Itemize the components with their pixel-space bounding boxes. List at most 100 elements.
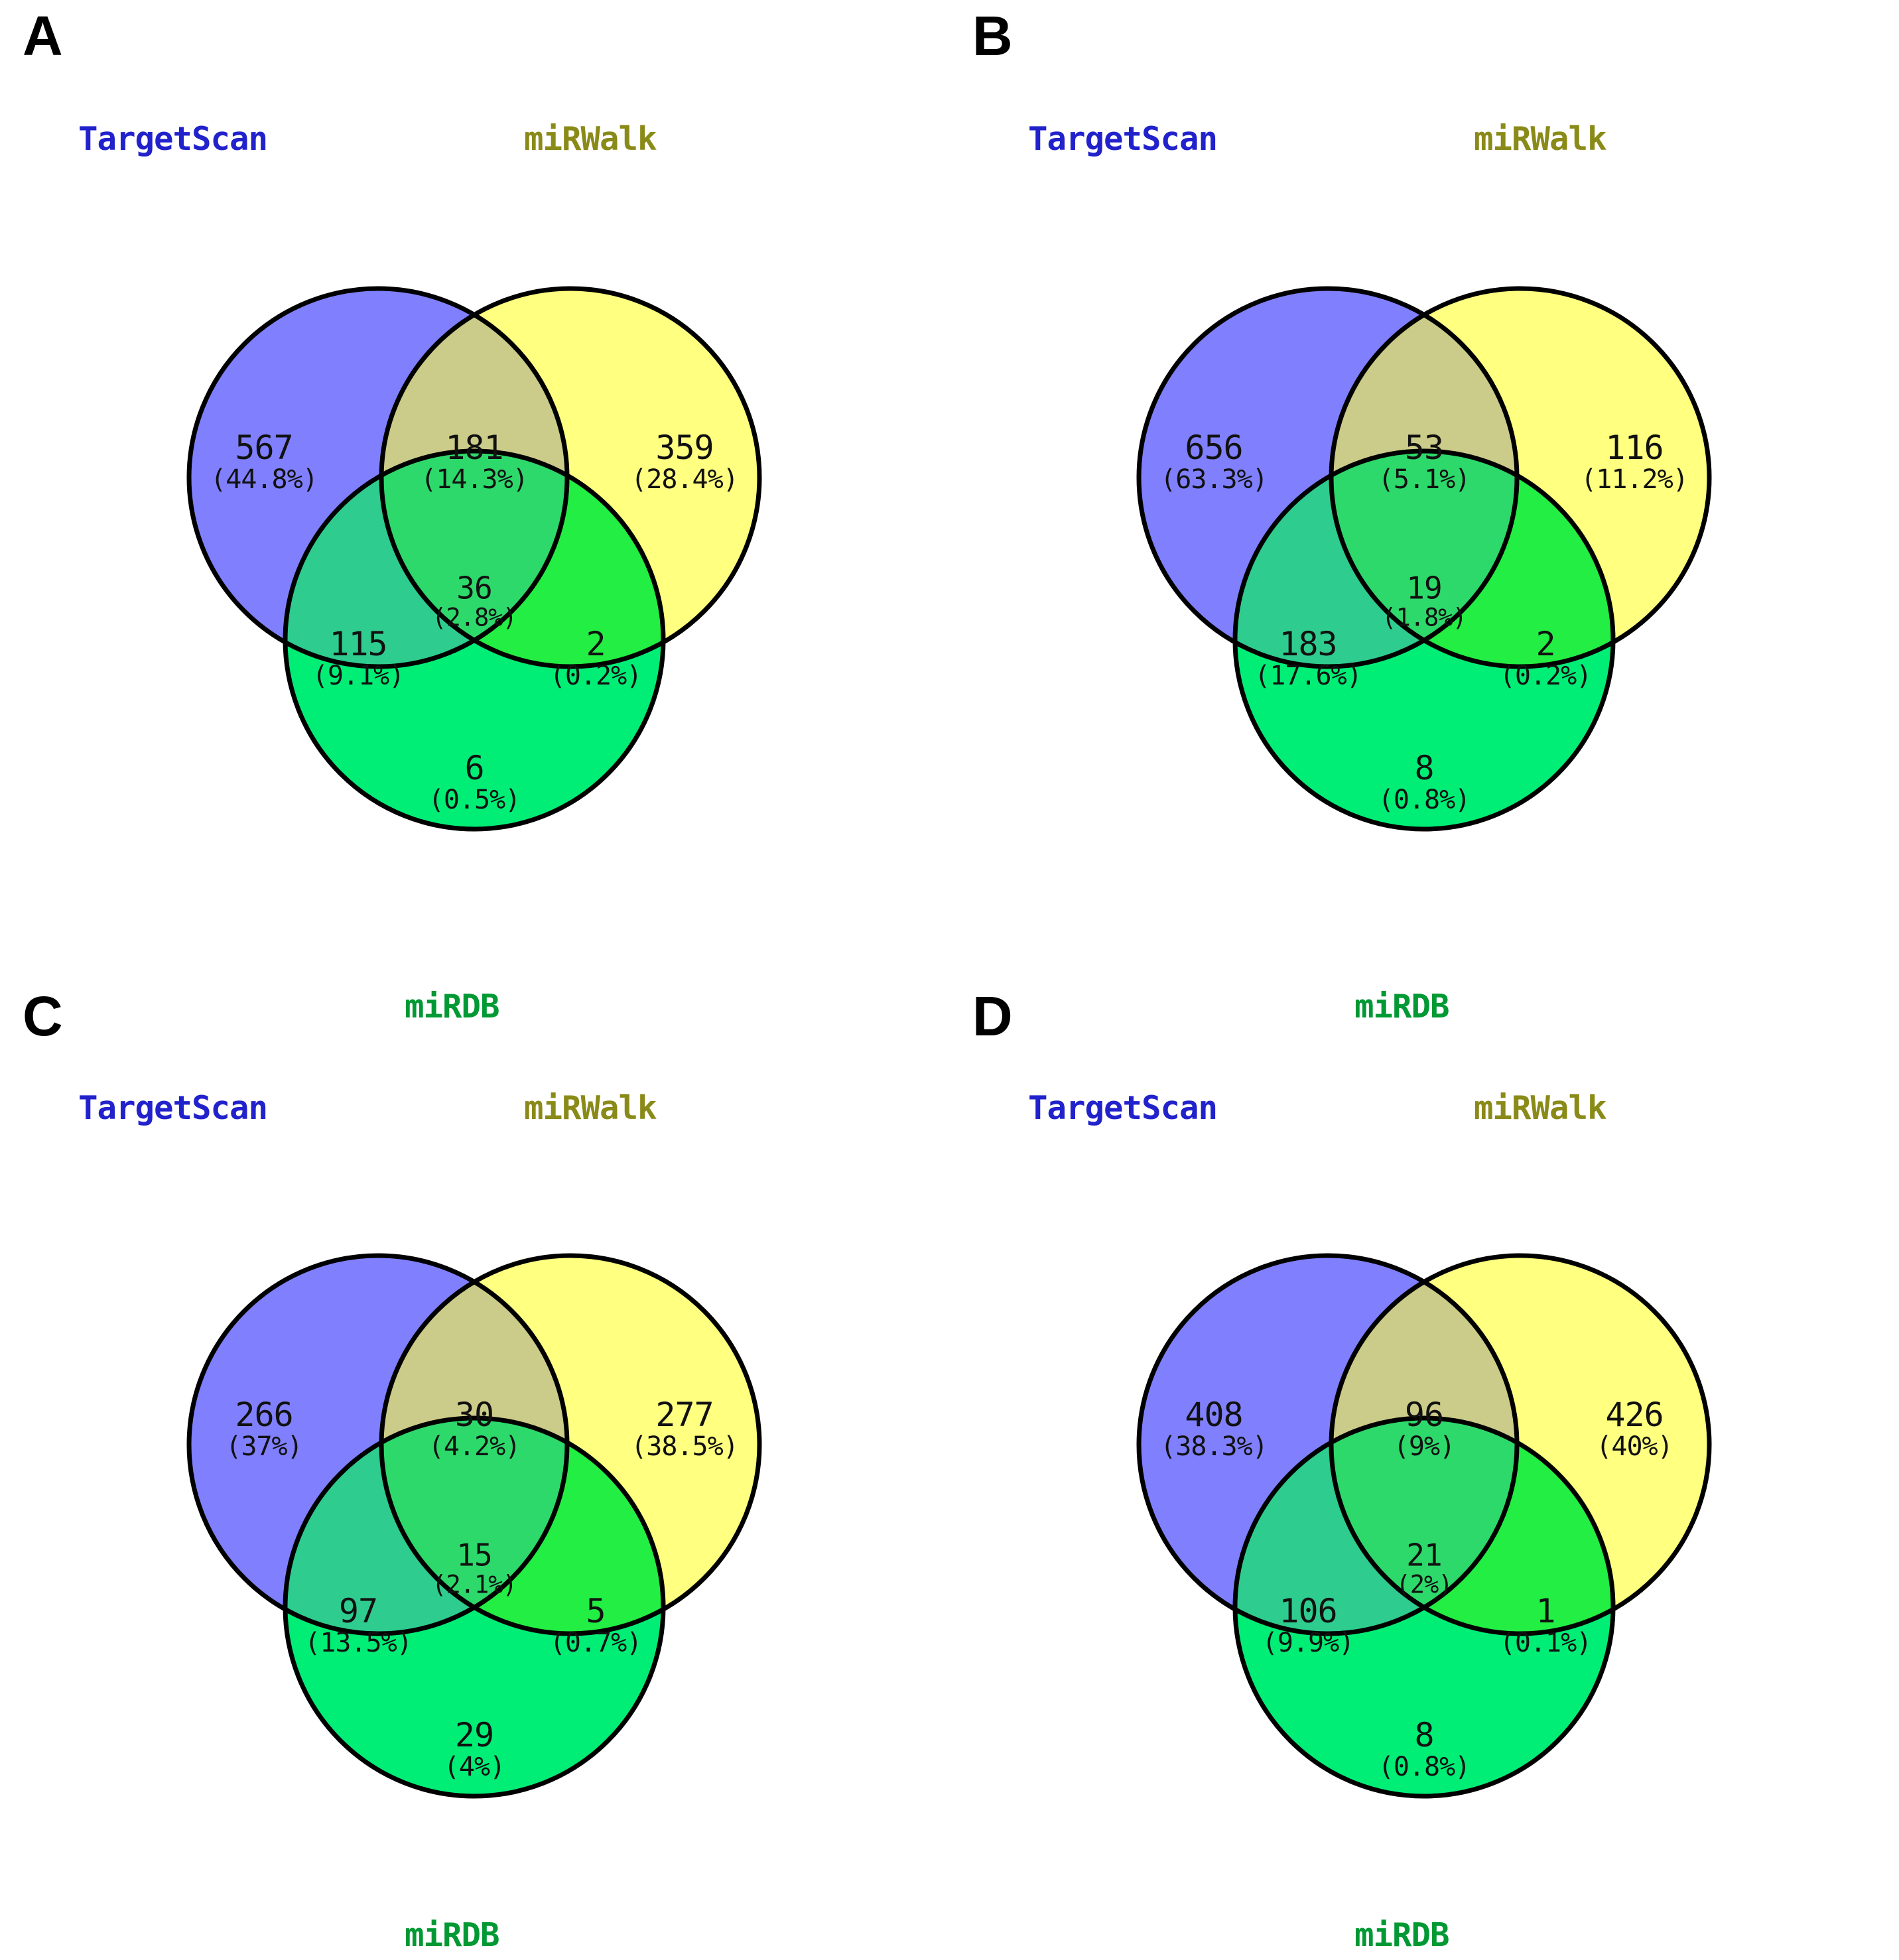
set-label-mirwalk: miRWalk	[524, 120, 657, 158]
region-count: 359	[655, 428, 714, 468]
region-count: 426	[1605, 1396, 1664, 1435]
region-triple: 21 (2%)	[1396, 1537, 1453, 1598]
region-count: 21	[1406, 1537, 1442, 1573]
region-triple: 36 (2.8%)	[432, 570, 517, 632]
region-mirdb-only: 8 (0.8%)	[1378, 1719, 1471, 1781]
region-count: 116	[1605, 428, 1664, 468]
region-ts-mw: 181 (14.3%)	[421, 428, 529, 495]
region-count: 5	[586, 1592, 606, 1631]
region-count: 19	[1406, 570, 1442, 606]
set-label-targetscan: TargetScan	[1028, 120, 1218, 158]
region-percent: (14.3%)	[421, 464, 529, 495]
set-label-targetscan: TargetScan	[1028, 1089, 1218, 1127]
set-label-mirdb: miRDB	[405, 1916, 500, 1954]
region-mirdb-only: 6 (0.5%)	[428, 751, 521, 814]
region-count: 96	[1404, 1396, 1444, 1435]
region-percent: (0.8%)	[1378, 1752, 1471, 1783]
region-targetscan-only: 656 (63.3%)	[1160, 431, 1268, 493]
region-percent: (17.6%)	[1254, 661, 1362, 692]
region-targetscan-only: 408 (38.3%)	[1160, 1398, 1268, 1461]
region-count: 656	[1185, 428, 1243, 468]
region-ts-mirdb: 183 (17.6%)	[1254, 627, 1362, 690]
region-count: 115	[329, 625, 387, 664]
region-mirwalk-mirdb: 2 (0.2%)	[550, 627, 642, 690]
panel-letter-a: A	[23, 5, 63, 67]
venn-svg-d	[1136, 1253, 1712, 1799]
region-percent: (13.5%)	[304, 1628, 413, 1659]
region-ts-mirdb: 115 (9.1%)	[312, 627, 405, 690]
venn-svg-b	[1136, 286, 1712, 832]
panel-letter-b: B	[972, 5, 1013, 67]
set-label-mirwalk: miRWalk	[1474, 120, 1607, 158]
region-count: 1	[1536, 1592, 1555, 1631]
region-targetscan-only: 266 (37%)	[226, 1398, 302, 1461]
region-percent: (0.2%)	[549, 661, 642, 692]
region-count: 53	[1404, 428, 1444, 468]
region-percent: (2.8%)	[432, 603, 517, 632]
region-count: 6	[464, 749, 484, 788]
panel-letter-d: D	[972, 985, 1013, 1047]
region-percent: (44.8%)	[210, 464, 318, 495]
region-count: 30	[454, 1396, 494, 1435]
set-label-targetscan: TargetScan	[78, 120, 268, 158]
set-label-mirwalk: miRWalk	[1474, 1089, 1607, 1127]
region-mirwalk-only: 277 (38.5%)	[631, 1396, 739, 1463]
region-percent: (4.2%)	[428, 1431, 521, 1463]
region-percent: (28.4%)	[631, 464, 739, 495]
region-count: 277	[655, 1396, 714, 1435]
region-percent: (9.9%)	[1262, 1628, 1354, 1659]
region-triple: 15 (2.1%)	[432, 1537, 517, 1599]
region-ts-mw: 53 (5.1%)	[1378, 431, 1471, 493]
region-mirwalk-mirdb: 2 (0.2%)	[1500, 627, 1592, 690]
region-percent: (11.2%)	[1581, 464, 1689, 495]
region-percent: (9%)	[1393, 1431, 1455, 1463]
panel-d: D TargetScan miRWalk miRDB 408 (38.3%)	[950, 980, 1899, 1960]
venn-svg-c	[186, 1253, 762, 1799]
region-ts-mirdb: 106 (9.9%)	[1262, 1595, 1354, 1657]
region-ts-mirdb: 97 (13.5%)	[304, 1595, 413, 1659]
region-count: 8	[1414, 1716, 1434, 1755]
region-count: 36	[456, 570, 492, 606]
region-triple: 19 (1.8%)	[1382, 570, 1467, 632]
region-count: 106	[1279, 1592, 1337, 1631]
set-label-mirdb: miRDB	[405, 988, 500, 1025]
region-percent: (1.8%)	[1382, 603, 1467, 632]
region-percent: (0.7%)	[549, 1628, 642, 1659]
region-mirdb-only: 8 (0.8%)	[1378, 751, 1471, 814]
region-count: 183	[1279, 625, 1337, 664]
region-count: 2	[586, 625, 606, 664]
region-percent: (63.3%)	[1160, 464, 1268, 495]
region-percent: (0.5%)	[428, 785, 521, 816]
set-label-mirdb: miRDB	[1354, 1916, 1450, 1954]
panel-b: B TargetScan miRWalk miRDB 656 (63.3%)	[950, 0, 1899, 1023]
panel-letter-c: C	[23, 985, 63, 1047]
region-count: 266	[235, 1396, 293, 1435]
region-percent: (37%)	[226, 1431, 302, 1463]
region-mirwalk-only: 426 (40%)	[1596, 1396, 1673, 1461]
set-label-mirdb: miRDB	[1354, 988, 1450, 1025]
region-targetscan-only: 567 (44.8%)	[210, 431, 318, 493]
region-ts-mw: 30 (4.2%)	[428, 1398, 521, 1461]
region-percent: (2.1%)	[432, 1570, 517, 1599]
region-count: 15	[456, 1537, 492, 1573]
set-label-mirwalk: miRWalk	[524, 1089, 657, 1127]
panel-c: C TargetScan miRWalk miRDB 266 (37%)	[0, 980, 949, 1960]
region-percent: (0.2%)	[1499, 661, 1592, 692]
region-percent: (9.1%)	[312, 661, 405, 692]
region-count: 29	[454, 1716, 494, 1755]
region-percent: (4%)	[443, 1752, 505, 1783]
region-count: 8	[1414, 749, 1434, 788]
region-mirwalk-only: 359 (28.4%)	[631, 428, 739, 495]
region-count: 2	[1536, 625, 1555, 664]
region-mirwalk-mirdb: 1 (0.1%)	[1500, 1595, 1592, 1657]
panel-a: A TargetScan miRWalk miRDB 567 (44.8%)	[0, 0, 949, 1023]
region-mirwalk-mirdb: 5 (0.7%)	[550, 1595, 642, 1657]
region-percent: (38.5%)	[631, 1431, 739, 1463]
region-percent: (38.3%)	[1160, 1431, 1268, 1463]
region-count: 181	[445, 428, 503, 468]
region-count: 408	[1185, 1396, 1243, 1435]
region-mirwalk-only: 116 (11.2%)	[1581, 428, 1689, 495]
region-percent: (0.1%)	[1499, 1628, 1592, 1659]
venn-svg-a	[186, 286, 762, 832]
